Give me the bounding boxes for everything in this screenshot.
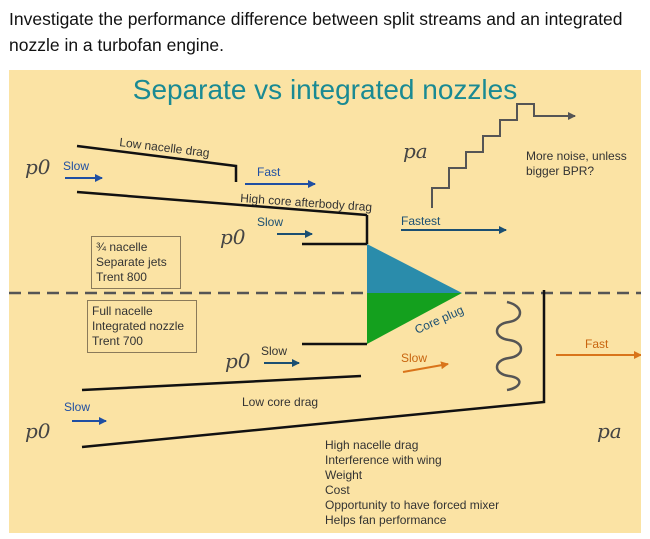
nozzle-diagram: p0 pa p0 p0 p0 pa Low nacelle drag Slow … xyxy=(9,103,641,449)
note-item: Helps fan performance xyxy=(325,513,447,527)
pa-bottom: pa xyxy=(597,419,622,443)
label-slow-orange: Slow xyxy=(401,351,427,365)
label-slow-top: Slow xyxy=(63,159,89,173)
label-slow-lower-core: Slow xyxy=(261,344,287,358)
note-item: Weight xyxy=(325,468,363,482)
box-separate-jets: ¾ nacelle Separate jets Trent 800 xyxy=(91,236,181,289)
arrow-slow-orange xyxy=(402,361,449,373)
label-fast-top: Fast xyxy=(257,165,281,179)
lower-bypass-inner xyxy=(81,374,362,392)
label-fast-orange: Fast xyxy=(585,337,609,351)
noise-staircase-icon xyxy=(431,103,549,208)
label-slow-bottom: Slow xyxy=(64,400,90,414)
diagram-title: Separate vs integrated nozzles xyxy=(132,74,518,105)
p0-left-bottom: p0 xyxy=(25,419,51,443)
box-integrated-line: Integrated nozzle xyxy=(92,319,185,333)
note-item: Opportunity to have forced mixer xyxy=(325,498,500,512)
p0-core-lower: p0 xyxy=(225,349,251,373)
note-item: Cost xyxy=(325,483,350,497)
p0-left-top: p0 xyxy=(25,155,51,179)
diagram-panel: Separate vs integrated nozzles xyxy=(9,70,641,533)
core-plug-lower xyxy=(367,293,462,344)
box-integrated-nozzle: Full nacelle Integrated nozzle Trent 700 xyxy=(87,300,197,353)
pa-top: pa xyxy=(403,139,428,163)
box-separate-line: Separate jets xyxy=(96,255,167,269)
note-item: Interference with wing xyxy=(325,453,442,467)
mixing-squiggle-icon xyxy=(495,300,523,392)
box-integrated-line: Trent 700 xyxy=(92,334,143,348)
lower-nacelle-outer xyxy=(81,290,546,449)
label-fastest: Fastest xyxy=(401,214,441,228)
upper-nacelle-outer xyxy=(76,144,238,182)
note-item: High nacelle drag xyxy=(325,438,419,452)
integrated-notes: High nacelle drag Interference with wing… xyxy=(325,438,499,528)
question-text: Investigate the performance difference b… xyxy=(9,9,623,55)
label-more-noise: More noise, unless xyxy=(526,149,627,163)
label-slow-core: Slow xyxy=(257,215,283,229)
label-bigger-bpr: bigger BPR? xyxy=(526,164,594,178)
box-integrated-line: Full nacelle xyxy=(92,304,153,318)
box-separate-line: Trent 800 xyxy=(96,270,147,284)
box-separate-line: ¾ nacelle xyxy=(96,240,148,254)
p0-core-upper: p0 xyxy=(220,225,246,249)
upper-nacelle-inner xyxy=(76,190,368,217)
core-plug-upper xyxy=(367,244,462,293)
label-low-core-drag: Low core drag xyxy=(242,395,318,409)
